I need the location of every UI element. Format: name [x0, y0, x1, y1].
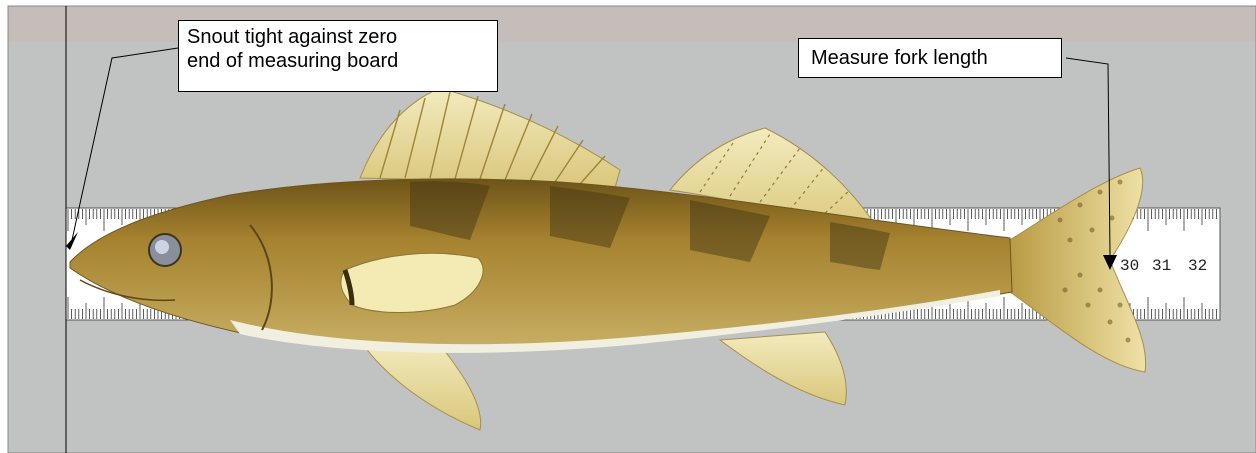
eye-highlight — [155, 240, 169, 254]
fork-callout-text: Measure fork length — [811, 46, 1049, 70]
snout-callout-line2: end of measuring board — [187, 49, 489, 73]
fork-callout: Measure fork length — [798, 38, 1062, 78]
ruler-label-30: 30 — [1120, 257, 1139, 275]
ruler-label-32: 32 — [1188, 257, 1207, 275]
snout-callout-line1: Snout tight against zero — [187, 25, 489, 49]
snout-callout: Snout tight against zero end of measurin… — [178, 20, 498, 92]
ruler-label-31: 31 — [1152, 257, 1171, 275]
